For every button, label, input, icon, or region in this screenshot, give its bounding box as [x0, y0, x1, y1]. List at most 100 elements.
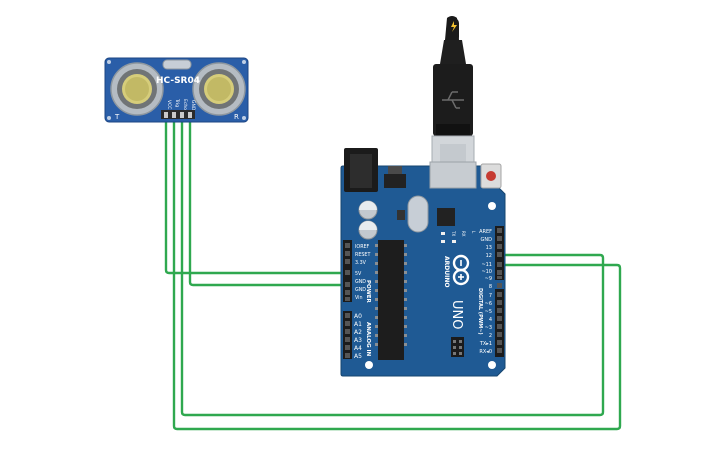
sensor-pin-vcc[interactable] — [164, 112, 168, 118]
sensor-pin-label-trig: Trig — [174, 98, 180, 107]
digital-header-bottom — [495, 289, 504, 357]
digital-pin-8[interactable] — [497, 283, 502, 288]
digital-pin-2[interactable] — [497, 332, 502, 337]
digital-pin-1[interactable] — [497, 340, 502, 345]
digital-pin-0[interactable] — [497, 348, 502, 353]
pin-label-vin: Vin — [355, 295, 363, 301]
wire-gnd-to-gnd[interactable] — [188, 118, 343, 287]
atmega-chip-pins — [375, 244, 407, 346]
crystal — [162, 59, 192, 70]
analog-pin-a4[interactable] — [345, 345, 350, 350]
crystal-oscillator — [407, 195, 429, 233]
usb-logo-icon — [442, 91, 464, 109]
pin-label-gnd-1: GND — [355, 279, 366, 285]
wires — [164, 118, 622, 431]
analog-pin-a5[interactable] — [345, 353, 350, 358]
power-pin-5v[interactable] — [345, 270, 350, 275]
sensor-mark-t: T — [114, 113, 120, 121]
pin-label-a5: A5 — [354, 353, 362, 360]
analog-pin-a0[interactable] — [345, 313, 350, 318]
analog-pin-a3[interactable] — [345, 337, 350, 342]
usb-cable[interactable] — [431, 16, 475, 187]
power-pin-gnd-2[interactable] — [345, 290, 350, 295]
sensor-pin-gnd[interactable] — [188, 112, 192, 118]
sensor-pin-trig[interactable] — [172, 112, 176, 118]
digital-pin-3[interactable] — [497, 324, 502, 329]
pin-label-gnd-2: GND — [355, 287, 366, 293]
digital-pin-7[interactable] — [497, 292, 502, 297]
digital-pin-12[interactable] — [497, 252, 502, 257]
arduino-uno-board[interactable]: IOREF RESET 3.3V 5V GND GND Vin POWER A0… — [340, 148, 506, 377]
power-pin-reset[interactable] — [345, 251, 350, 256]
pin-label-reset: RESET — [355, 252, 370, 258]
pin-label-2: 2 — [489, 333, 492, 339]
analog-pin-a1[interactable] — [345, 321, 350, 326]
arduino-model-label: UNO — [449, 300, 464, 329]
digital-pin-6[interactable] — [497, 300, 502, 305]
mounting-hole — [365, 361, 373, 369]
digital-pin-13[interactable] — [497, 244, 502, 249]
digital-pin-4[interactable] — [497, 316, 502, 321]
pin-label-5v: 5V — [355, 271, 362, 277]
pin-label-8: 8 — [489, 284, 492, 290]
analog-pin-labels: A0 A1 A2 A3 A4 A5 — [354, 313, 362, 360]
voltage-regulator — [384, 174, 406, 188]
l-label: L — [471, 231, 476, 234]
icsp-header — [451, 337, 464, 357]
digital-pin-9[interactable] — [497, 276, 502, 279]
rx-label: RX — [461, 231, 466, 237]
digital-header-label: DIGITAL (PWM~) — [477, 288, 483, 335]
usb-b-socket — [429, 161, 477, 189]
pin-label-a4: A4 — [354, 345, 362, 352]
analog-pin-a2[interactable] — [345, 329, 350, 334]
power-pin-ioref[interactable] — [345, 243, 350, 248]
pin-label-a2: A2 — [354, 329, 362, 336]
pin-label-13: 13 — [486, 245, 492, 251]
pin-label-a0: A0 — [354, 313, 362, 320]
power-pin-3v3[interactable] — [345, 259, 350, 264]
hc-sr04-sensor[interactable]: HC-SR04 T R VCC Trig Echo GND — [104, 57, 249, 123]
digital-pin-5[interactable] — [497, 308, 502, 313]
wire-vcc-to-5v[interactable] — [164, 118, 343, 275]
pin-label-ioref: IOREF — [355, 244, 370, 250]
analog-header-label: ANALOG IN — [365, 322, 371, 357]
arduino-infinity-logo — [452, 254, 470, 286]
analog-header — [343, 311, 352, 359]
atmega-chip — [378, 240, 404, 360]
power-bolt-icon — [451, 21, 457, 32]
pin-label-3: ~3 — [485, 325, 492, 331]
sensor-pin-label-vcc: VCC — [166, 100, 172, 109]
pin-label-9: ~9 — [485, 276, 492, 282]
pin-label-a1: A1 — [354, 321, 362, 328]
sensor-pin-label-gnd: GND — [190, 100, 196, 111]
pin-label-3v3: 3.3V — [355, 260, 367, 266]
power-pin-labels: IOREF RESET 3.3V 5V GND GND Vin — [355, 244, 370, 301]
pin-label-1: TX▸1 — [479, 341, 492, 347]
pin-label-7: 7 — [489, 293, 492, 299]
digital-pin-gnd[interactable] — [497, 236, 502, 241]
power-pin-vin[interactable] — [345, 297, 350, 301]
sensor-mark-r: R — [234, 113, 239, 121]
pin-label-4: 4 — [489, 317, 492, 323]
pin-label-12: 12 — [486, 253, 492, 259]
wire-trig-to-pin11[interactable] — [172, 118, 622, 431]
sensor-pin-echo[interactable] — [180, 112, 184, 118]
transmitter-transducer — [110, 62, 164, 116]
pin-label-10: ~10 — [481, 269, 492, 275]
digital-pin-aref[interactable] — [497, 228, 502, 233]
usb-controller-chip — [437, 208, 455, 226]
mounting-hole — [488, 202, 496, 210]
pin-label-5: ~5 — [485, 309, 492, 315]
wire-echo-to-pin12[interactable] — [180, 118, 605, 417]
digital-pin-11[interactable] — [497, 262, 502, 267]
power-header-label: POWER — [365, 280, 371, 304]
pin-label-gnd: GND — [481, 237, 493, 243]
pin-label-a3: A3 — [354, 337, 362, 344]
power-pin-gnd-1[interactable] — [345, 282, 350, 287]
capacitors — [358, 200, 378, 240]
arduino-brand-label: ARDUINO — [443, 256, 450, 287]
digital-pin-10[interactable] — [497, 270, 502, 275]
mounting-hole — [488, 361, 496, 369]
tx-label: TX — [451, 230, 456, 236]
